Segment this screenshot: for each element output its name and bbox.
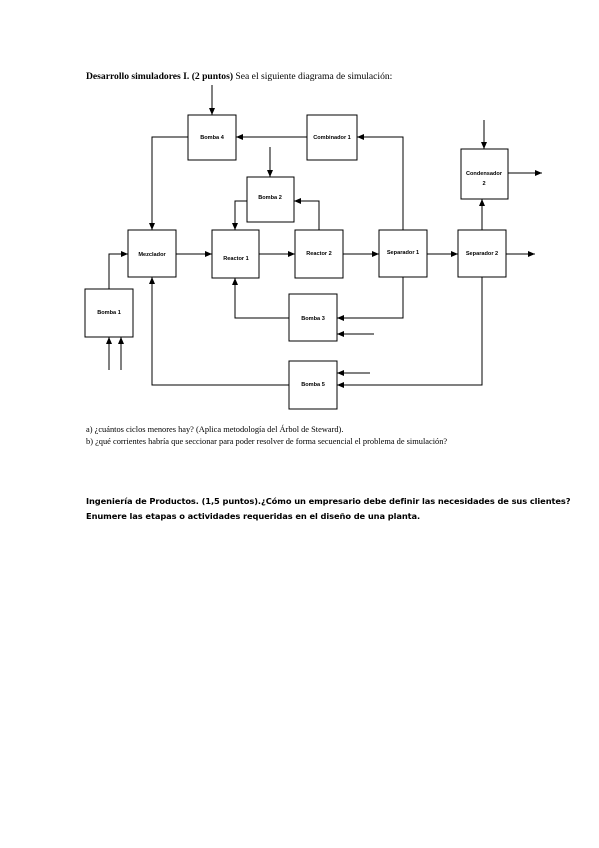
block-condensador-2-number: 2 <box>482 181 485 187</box>
stream-reactor-2-to-bomba-2 <box>294 198 320 230</box>
streams <box>106 85 542 388</box>
stream-bomba-3-to-reactor-1 <box>232 278 289 319</box>
block-separador-2-label: Separador 2 <box>466 251 498 257</box>
question-1-item-b: b) ¿qué corrientes habría que seccionar … <box>86 437 448 446</box>
block-bomba-5: Bomba 5 <box>288 360 338 410</box>
block-mezclador-label: Mezclador <box>138 252 166 258</box>
block-bomba-3: Bomba 3 <box>288 293 338 342</box>
block-bomba-4: Bomba 4 <box>187 114 237 161</box>
block-bomba-1-label: Bomba 1 <box>97 310 121 316</box>
stream-bomba-4-to-mezclador <box>149 136 188 230</box>
stream-separador-1-to-bomba-3 <box>337 277 404 321</box>
stream-bomba-5-to-mezclador <box>149 277 289 386</box>
block-bomba-3-label: Bomba 3 <box>301 316 325 322</box>
stream-separador-2-to-bomba-5 <box>337 277 483 388</box>
question-1-heading: Desarrollo simuladores I. (2 puntos) Sea… <box>86 71 392 82</box>
block-separador-2: Separador 2 <box>457 229 507 278</box>
question-1-intro: Sea el siguiente diagrama de simulación: <box>233 71 393 82</box>
block-separador-1: Separador 1 <box>378 229 428 278</box>
block-bomba-1: Bomba 1 <box>84 288 134 338</box>
block-reactor-1: Reactor 1 <box>211 229 260 279</box>
stream-bomba-1-to-mezclador <box>108 251 128 289</box>
block-reactor-1-label: Reactor 1 <box>223 256 249 262</box>
block-bomba-5-label: Bomba 5 <box>301 382 325 388</box>
block-separador-1-label: Separador 1 <box>387 250 419 256</box>
block-combinador-1-label: Combinador 1 <box>313 135 351 141</box>
question-1-item-a: a) ¿cuántos ciclos menores hay? (Aplica … <box>86 425 344 434</box>
question-2-line-2: Enumere las etapas o actividades requeri… <box>86 511 421 521</box>
block-reactor-2-label: Reactor 2 <box>306 251 332 257</box>
question-2-line-1: Ingeniería de Productos. (1,5 puntos).¿C… <box>86 496 571 506</box>
block-bomba-2-label: Bomba 2 <box>258 195 282 201</box>
block-combinador-1: Combinador 1 <box>306 114 358 161</box>
block-mezclador: Mezclador <box>127 229 177 278</box>
block-reactor-2: Reactor 2 <box>294 229 344 279</box>
block-bomba-2: Bomba 2 <box>246 176 295 223</box>
question-2: Ingeniería de Productos. (1,5 puntos).¿C… <box>86 494 571 524</box>
block-condensador-2-label: Condensador <box>466 171 503 177</box>
block-condensador-2: Condensador 2 <box>460 148 509 200</box>
question-1-items: a) ¿cuántos ciclos menores hay? (Aplica … <box>86 424 447 448</box>
stream-separador-1-to-combinador <box>357 134 404 230</box>
stream-bomba-2-to-reactor-1 <box>232 200 247 230</box>
block-bomba-4-label: Bomba 4 <box>200 135 225 141</box>
question-1-title: Desarrollo simuladores I. (2 puntos) <box>86 71 234 82</box>
